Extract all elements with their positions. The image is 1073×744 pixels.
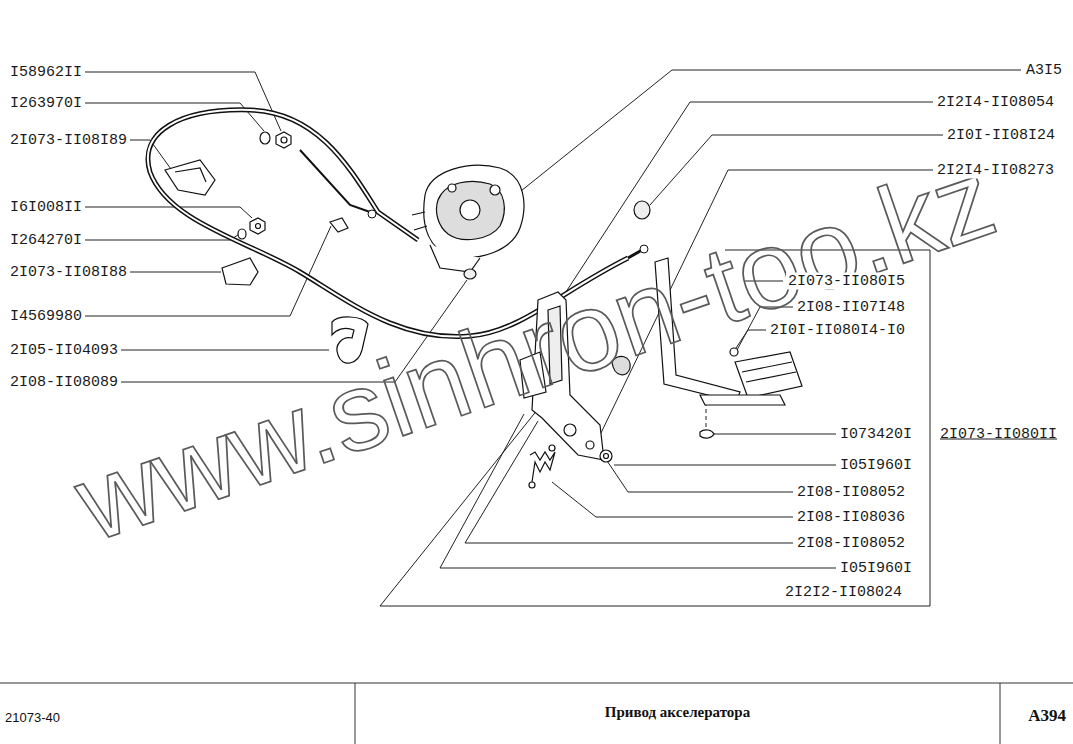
drawing-code: 21073-40 [5, 710, 60, 725]
illustration-part [730, 348, 738, 356]
illustration-part [735, 352, 802, 398]
part-number: 2I2I2-II08024 [783, 584, 904, 601]
part-number: I4569980 [8, 308, 84, 325]
part-number: 2I05-II04093 [8, 342, 120, 359]
part-number: 2I08-II08052 [795, 535, 907, 552]
illustration-part [300, 150, 370, 212]
part-number: I6I008II [8, 199, 84, 216]
part-number: I263970I [8, 95, 84, 112]
illustration-part [490, 185, 500, 195]
assembly-number: 2I073-II080II [938, 426, 1059, 443]
part-number: 2I073-II080I5 [786, 273, 907, 290]
illustration-part [430, 245, 480, 272]
title-block-lines [0, 683, 1073, 744]
illustration-part [85, 207, 252, 218]
part-number: I58962II [8, 64, 84, 81]
sheet-number: A394 [1028, 706, 1066, 726]
illustration-part [222, 258, 258, 285]
illustration-part [464, 269, 476, 279]
illustration-part [436, 181, 504, 239]
illustration-part [1000, 683, 1001, 744]
part-number: 2I08-II07I48 [795, 299, 907, 316]
illustration-part [330, 218, 348, 232]
illustration-part [238, 229, 246, 239]
illustration-part [714, 434, 836, 435]
illustration-part [281, 137, 287, 143]
illustration-part [600, 450, 612, 462]
illustration-part [614, 465, 836, 466]
illustration-part [440, 414, 836, 568]
part-number: 2I2I4-II08054 [935, 94, 1056, 111]
illustration-part [412, 212, 427, 230]
part-number: A3I5 [1024, 62, 1064, 79]
illustration-part [549, 445, 555, 451]
part-number: 2I08-II08089 [8, 374, 120, 391]
illustration-part [276, 132, 291, 148]
illustration-part [256, 224, 261, 229]
illustration-part [424, 165, 524, 257]
illustration-part [250, 218, 265, 234]
part-number: 2I0I-II080I4-I0 [768, 322, 907, 339]
illustration-part [552, 482, 793, 517]
part-number: I264270I [8, 232, 84, 249]
part-number: 2I073-II08I89 [8, 132, 129, 149]
illustration-part [634, 201, 650, 219]
illustration-part [700, 395, 785, 405]
illustration-part [355, 683, 356, 744]
illustration-part [85, 72, 281, 131]
illustration-part [460, 200, 480, 220]
illustration-part [529, 482, 535, 488]
part-number: 2I073-II08I88 [8, 264, 129, 281]
illustration-part [165, 160, 215, 195]
illustration-part [448, 184, 456, 192]
sheet-title: Привод акселератора [356, 704, 999, 721]
illustration-part [175, 168, 206, 182]
illustration-part [742, 362, 796, 382]
illustration-part [700, 430, 714, 438]
part-number: 2I08-II08036 [795, 509, 907, 526]
illustration-part [530, 452, 555, 482]
illustration-part [465, 421, 793, 543]
illustration-part [130, 272, 221, 273]
illustration-part [604, 454, 609, 459]
illustration-part [121, 350, 329, 351]
part-number: I05I960I [838, 457, 914, 474]
part-number: 2I08-II08052 [795, 484, 907, 501]
part-number: 2I2I4-II08273 [935, 162, 1056, 179]
illustration-part [564, 424, 576, 436]
part-number: I05I960I [838, 560, 914, 577]
illustration-part [597, 446, 793, 492]
illustration-part [368, 210, 376, 218]
part-number: 2I0I-II08I24 [945, 127, 1057, 144]
illustration-part [586, 441, 594, 449]
carburetor [412, 165, 524, 272]
illustration-part [0, 683, 1073, 684]
part-number: I073420I [838, 426, 914, 443]
illustration-part [85, 103, 264, 131]
illustration-part [260, 132, 270, 144]
